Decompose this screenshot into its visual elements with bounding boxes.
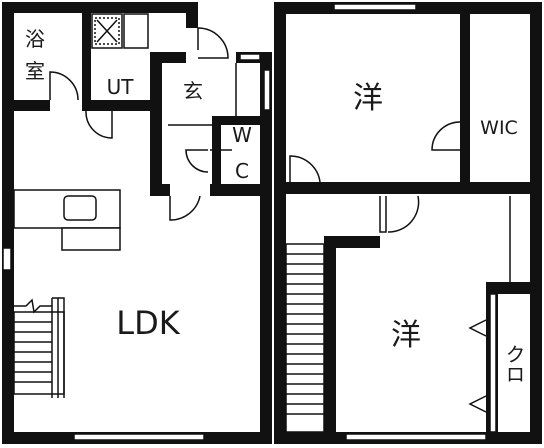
bath-label-1: 浴 bbox=[25, 27, 45, 51]
left-unit-windows bbox=[2, 53, 271, 441]
utility-label: UT bbox=[107, 75, 135, 99]
ldk-label: LDK bbox=[116, 304, 180, 342]
toilet-label-2: C bbox=[235, 159, 249, 183]
right-unit-doors bbox=[289, 121, 511, 282]
left-unit-walls bbox=[2, 2, 272, 444]
western-room-lower-label: 洋 bbox=[391, 318, 421, 353]
toilet-label-1: W bbox=[232, 123, 252, 147]
right-unit-windows bbox=[333, 3, 487, 441]
bath-label-2: 室 bbox=[25, 59, 45, 83]
left-stair bbox=[13, 297, 65, 398]
wic-label: WIC bbox=[480, 117, 518, 139]
closet-doors bbox=[468, 293, 497, 433]
entrance-label: 玄 bbox=[183, 79, 203, 103]
right-stair bbox=[285, 243, 325, 433]
left-unit-doors bbox=[49, 27, 232, 221]
closet-label: クロ bbox=[502, 344, 526, 384]
western-room-upper-label: 洋 bbox=[353, 81, 383, 116]
left-unit-fixtures bbox=[13, 13, 237, 398]
